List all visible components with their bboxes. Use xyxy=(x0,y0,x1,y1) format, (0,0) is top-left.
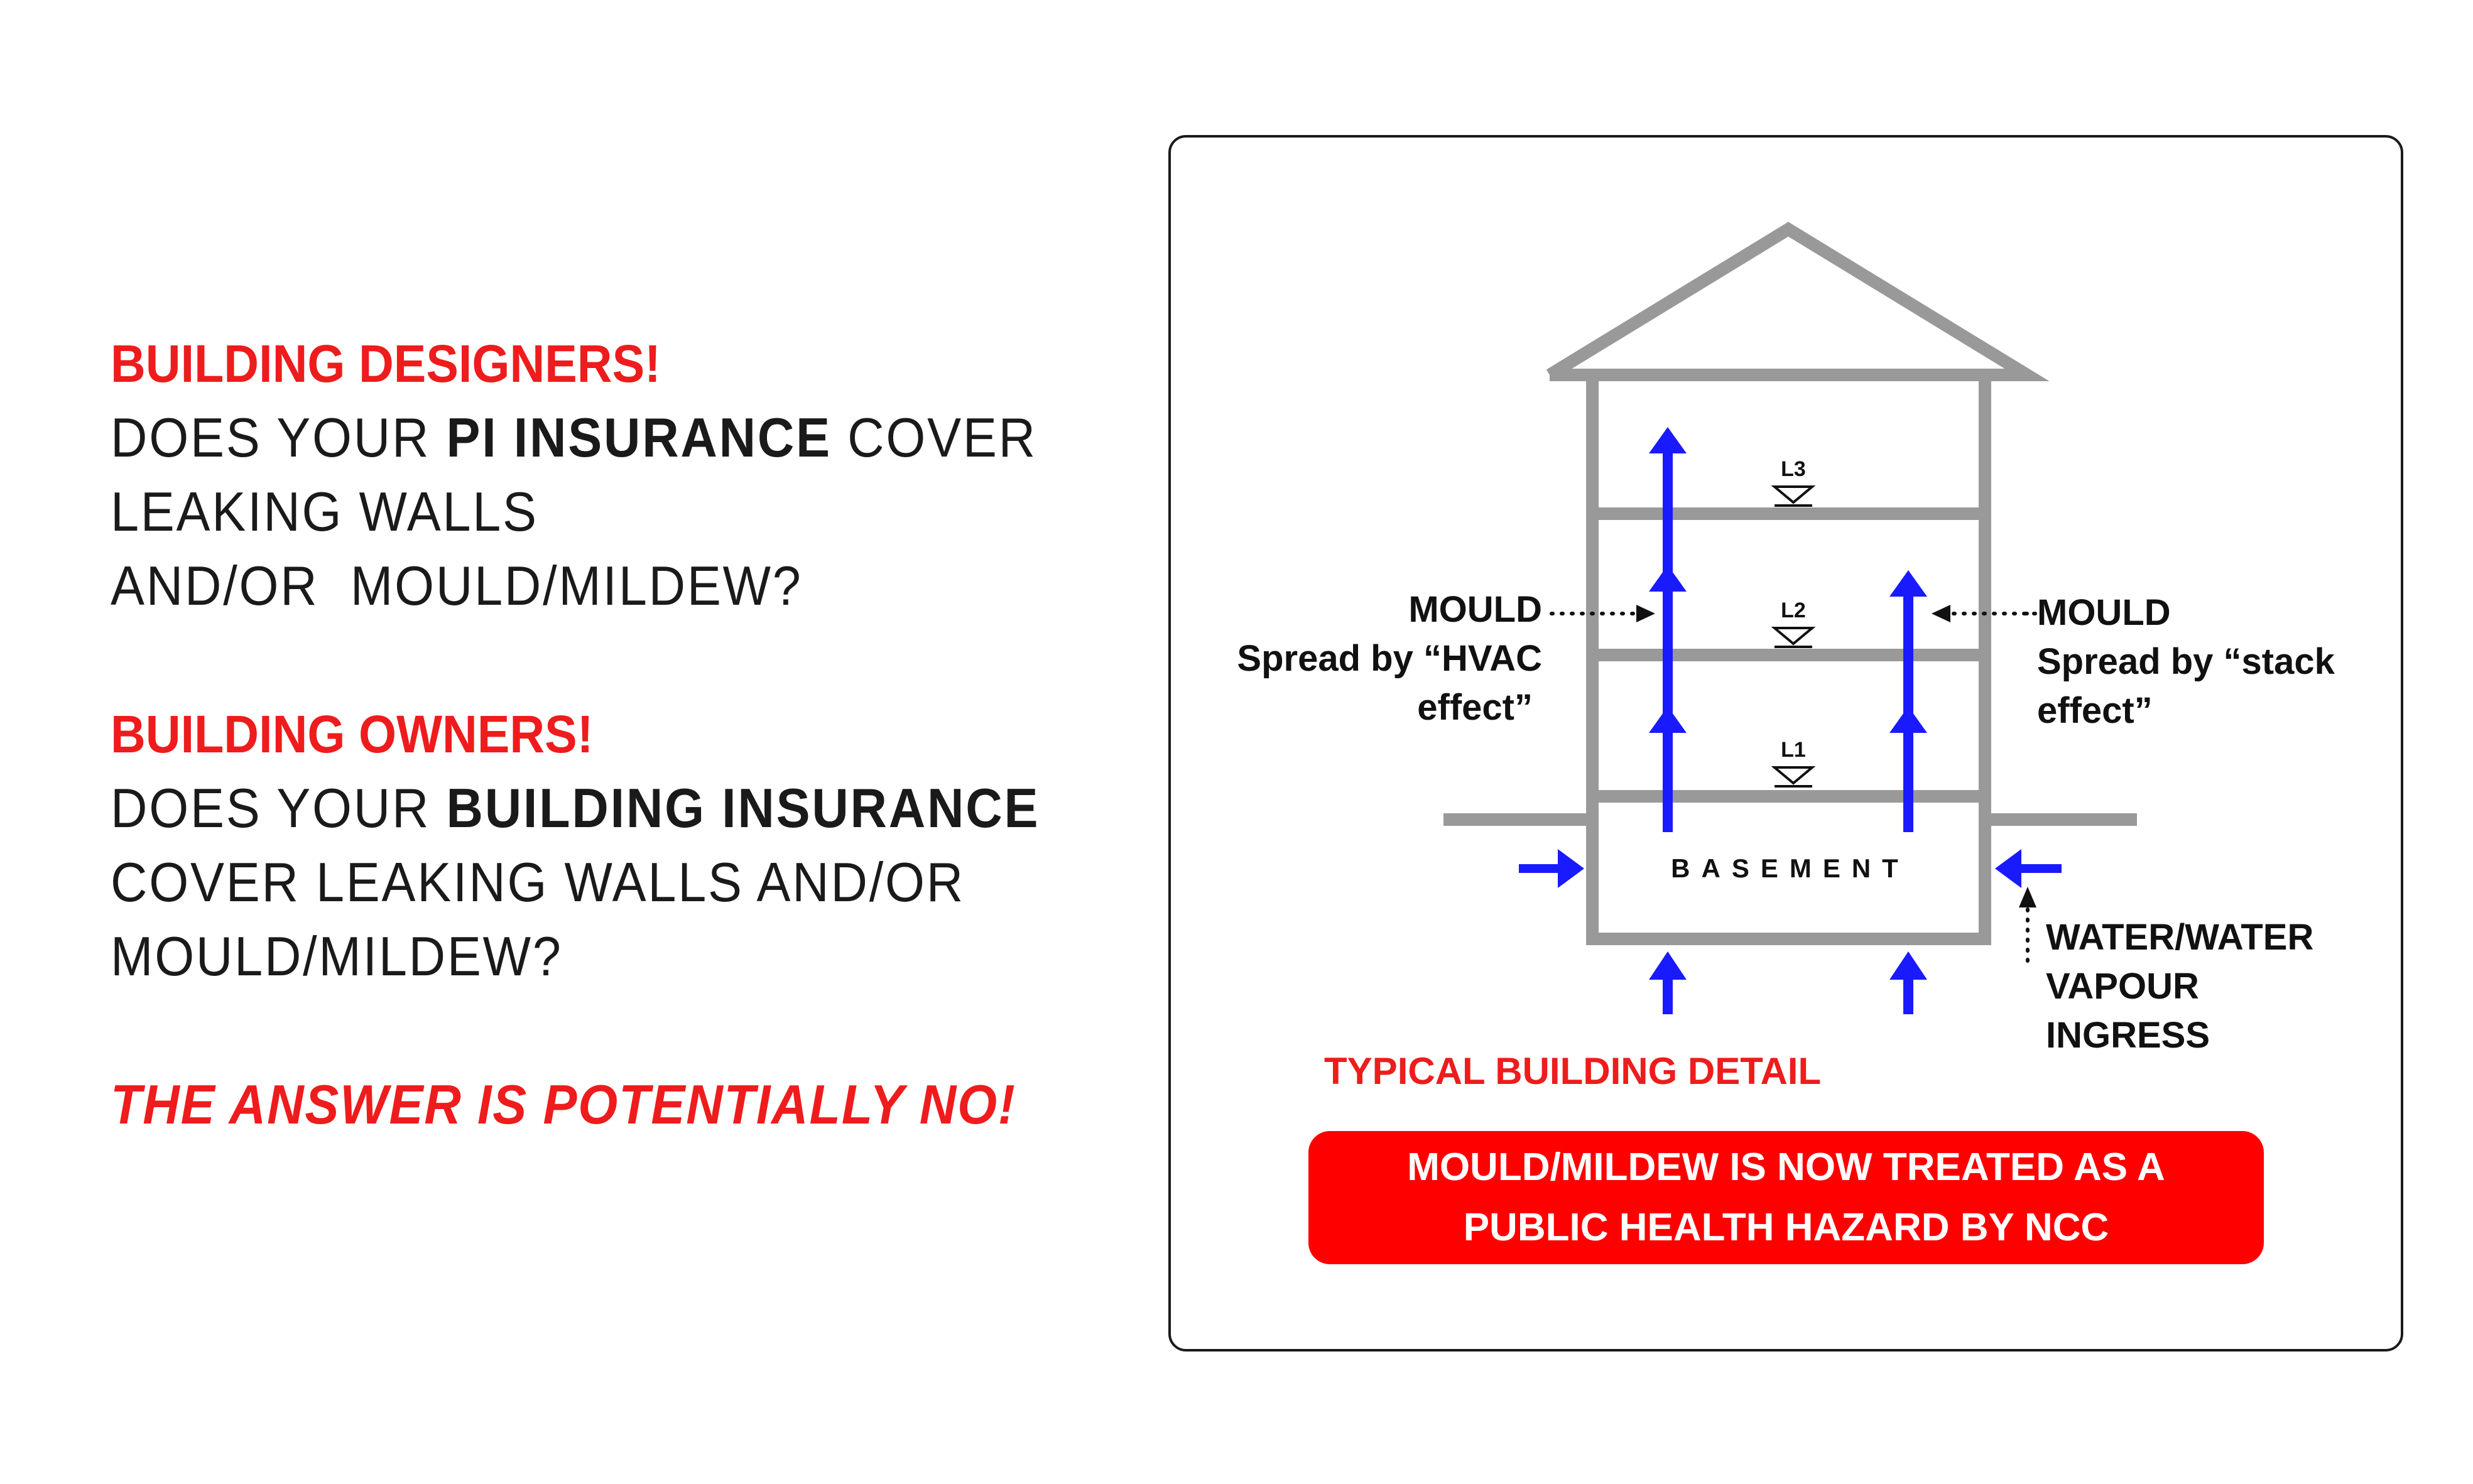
basement-label: BASEMENT xyxy=(1671,853,1910,883)
level-marker-l2: L2 xyxy=(1771,598,1816,648)
hazard-banner-line2: PUBLIC HEALTH HAZARD BY NCC xyxy=(1463,1206,2109,1249)
level-label-l1: L1 xyxy=(1781,738,1806,762)
mould-left-line2: effect” xyxy=(1417,687,1533,728)
mould-left-label: MOULD Spread by “HVAC effect” xyxy=(1237,589,1542,728)
water-up-arrow-right xyxy=(1889,951,1927,1014)
mould-right-title: MOULD xyxy=(2037,592,2171,633)
left-text-panel: BUILDING DESIGNERS! DOES YOUR PI INSURAN… xyxy=(111,327,1090,1142)
designers-line1-post: COVER xyxy=(831,406,1037,468)
hazard-banner-line1: MOULD/MILDEW IS NOW TREATED AS A xyxy=(1407,1145,2165,1189)
water-line3: INGRESS xyxy=(2046,1015,2210,1056)
mould-left-title: MOULD xyxy=(1408,589,1542,630)
water-line2: VAPOUR xyxy=(2046,966,2199,1007)
designers-question-line3: AND/OR MOULD/MILDEW? xyxy=(111,555,803,617)
mould-right-pointer-head xyxy=(1932,605,1950,622)
water-up-arrow-left xyxy=(1649,951,1687,1014)
water-side-arrow-right xyxy=(1995,849,2062,888)
level-label-l2: L2 xyxy=(1781,598,1806,622)
owners-line1-bold: BUILDING INSURANCE xyxy=(446,777,1040,839)
owners-question-line3: MOULD/MILDEW? xyxy=(111,925,563,987)
owners-question-line2: COVER LEAKING WALLS AND/OR xyxy=(111,851,965,913)
diagram-frame xyxy=(1168,135,2403,1351)
designers-question-line2: LEAKING WALLS xyxy=(111,480,538,543)
diagram-caption: TYPICAL BUILDING DETAIL xyxy=(1324,1050,1821,1092)
designers-question-line1: DOES YOUR PI INSURANCE COVER xyxy=(111,401,1035,475)
level-marker-l3: L3 xyxy=(1771,457,1816,507)
designers-line1-pre: DOES YOUR xyxy=(111,406,447,468)
owners-heading: BUILDING OWNERS! xyxy=(111,705,594,764)
level-marker-l1: L1 xyxy=(1771,738,1816,788)
roof-outline xyxy=(1546,222,2050,381)
mould-right-line2: effect” xyxy=(2037,690,2153,731)
mould-left-pointer-head xyxy=(1636,605,1655,622)
water-line1: WATER/WATER xyxy=(2046,917,2313,958)
owners-question-line1: DOES YOUR BUILDING INSURANCE xyxy=(111,771,1038,845)
designers-heading: BUILDING DESIGNERS! xyxy=(111,334,661,393)
designers-line1-bold: PI INSURANCE xyxy=(446,406,832,468)
mould-right-label: MOULD Spread by “stack effect” xyxy=(2037,592,2335,731)
mould-left-line1: Spread by “HVAC xyxy=(1237,638,1542,679)
mould-right-line1: Spread by “stack xyxy=(2037,641,2335,682)
water-pointer-head xyxy=(2019,887,2036,907)
water-ingress-label: WATER/WATER VAPOUR INGRESS xyxy=(2046,917,2313,1056)
owners-line1-pre: DOES YOUR xyxy=(111,777,447,839)
water-side-arrow-left xyxy=(1519,849,1584,888)
level-label-l3: L3 xyxy=(1781,457,1806,481)
stack-flow-arrow xyxy=(1889,570,1927,832)
hazard-banner: MOULD/MILDEW IS NOW TREATED AS A PUBLIC … xyxy=(1308,1131,2264,1264)
answer-statement: THE ANSWER IS POTENTIALLY NO! xyxy=(111,1073,1016,1135)
hvac-flow-arrow xyxy=(1649,427,1687,832)
